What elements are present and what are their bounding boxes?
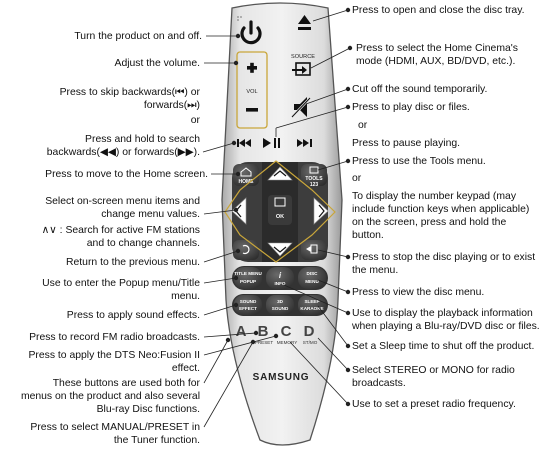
- label-stop-2: the menu.: [352, 265, 399, 276]
- title-menu-label: TITLE MENU: [234, 271, 262, 276]
- tools-label: TOOLS: [305, 176, 323, 182]
- volume-rocker[interactable]: [236, 51, 268, 129]
- label-source-2: mode (HDMI, AUX, BD/DVD, etc.).: [356, 56, 516, 67]
- 3d-sound-label: SOUND: [272, 306, 289, 311]
- label-power: Turn the product on and off.: [74, 31, 202, 42]
- label-stop-1: Press to stop the disc playing or to exi…: [352, 252, 536, 263]
- vol-label: VOL: [246, 89, 257, 95]
- info-label: INFO: [275, 281, 286, 286]
- label-color-2: menus on the product and also several: [20, 391, 200, 402]
- ok-button[interactable]: [268, 195, 292, 225]
- label-select-2: change menu values.: [101, 209, 200, 220]
- skip-forward-button[interactable]: [297, 139, 312, 147]
- label-neo-2: effect.: [171, 363, 200, 374]
- popup-label: POPUP: [240, 279, 256, 284]
- label-search-1: Press and hold to search: [85, 134, 200, 145]
- label-keypad-2: include function keys when applicable): [352, 204, 530, 215]
- key-a-button[interactable]: A: [236, 323, 247, 340]
- label-play-or: or: [358, 120, 368, 131]
- 3d-sound-button[interactable]: [266, 295, 294, 315]
- skip-back-button[interactable]: [237, 139, 251, 147]
- label-pause: Press to pause playing.: [352, 138, 461, 149]
- ok-label: OK: [276, 214, 284, 220]
- key-c-button[interactable]: C: [281, 323, 292, 340]
- home-label: HOME: [239, 179, 255, 185]
- label-select-1: Select on-screen menu items and: [45, 196, 200, 207]
- sound-label: SOUND: [240, 299, 257, 304]
- label-skip-2: forwards(⏭): [143, 100, 200, 111]
- label-return: Return to the previous menu.: [66, 257, 200, 268]
- label-eject: Press to open and close the disc tray.: [352, 5, 525, 16]
- label-home: Press to move to the Home screen.: [45, 169, 208, 180]
- preset-label: PRESET: [255, 340, 274, 345]
- label-volume: Adjust the volume.: [114, 58, 200, 69]
- key-b-button[interactable]: B: [258, 323, 269, 340]
- brand-logo: SAMSUNG: [253, 372, 310, 383]
- label-keypad-4: button.: [352, 230, 384, 241]
- label-fm-2: and to change channels.: [86, 238, 200, 249]
- label-stmo-2: broadcasts.: [352, 378, 406, 389]
- label-skip-or: or: [190, 115, 200, 126]
- memory-label: MEMORY: [277, 340, 298, 345]
- label-preset: Use to set a preset radio frequency.: [352, 399, 516, 410]
- sleep-label: SLEEP: [304, 299, 319, 304]
- disc-menu-button[interactable]: [298, 267, 326, 289]
- source-label: SOURCE: [291, 54, 315, 60]
- tools-number-label: 123: [310, 182, 319, 188]
- label-popup-2: menu.: [171, 291, 200, 302]
- label-skip-1: Press to skip backwards(⏮) or: [59, 87, 200, 98]
- label-search-2: backwards(◀◀) or forwards(▶▶).: [46, 147, 200, 158]
- label-popup-1: Use to enter the Popup menu/Title: [42, 278, 200, 289]
- label-fm-1: ∧∨ : Search for active FM stations: [41, 225, 200, 236]
- info-icon: i: [279, 271, 282, 280]
- direction-pad[interactable]: [224, 160, 336, 263]
- leader-lines-left: [202, 33, 279, 428]
- disc-label: DISC: [307, 271, 319, 276]
- mute-button[interactable]: [291, 97, 311, 118]
- karaoke-label: KARAOKE: [300, 306, 323, 311]
- stmo-label: ST/MO: [303, 340, 318, 345]
- title-menu-button[interactable]: [234, 267, 262, 289]
- label-record: Press to record FM radio broadcasts.: [29, 332, 200, 343]
- source-button[interactable]: [292, 62, 311, 76]
- play-pause-button[interactable]: [263, 138, 280, 148]
- label-keypad-1: To display the number keypad (may: [352, 191, 517, 202]
- label-keypad-3: on the screen, press and hold the: [352, 217, 507, 228]
- label-disc-menu: Press to view the disc menu.: [352, 287, 485, 298]
- sound-effect-button[interactable]: [234, 295, 262, 315]
- label-neo-1: Press to apply the DTS Neo:Fusion II: [28, 350, 200, 361]
- label-info-1: Use to display the playback information: [352, 308, 533, 319]
- sleep-karaoke-button[interactable]: [298, 295, 326, 315]
- label-stmo-1: Select STEREO or MONO for radio: [352, 365, 515, 376]
- effect-label: EFFECT: [239, 306, 257, 311]
- label-tuner-1: Press to select MANUAL/PRESET in: [30, 422, 200, 433]
- 3d-label: 3D: [277, 299, 284, 304]
- label-play: Press to play disc or files.: [352, 102, 470, 113]
- exit-button[interactable]: [301, 240, 327, 260]
- mic-dots: [237, 16, 242, 21]
- disc-menu-label: MENU: [305, 279, 319, 284]
- label-info-2: when playing a Blu-ray/DVD disc or files…: [352, 321, 540, 332]
- label-tools: Press to use the Tools menu.: [352, 156, 486, 167]
- label-tools-or: or: [352, 173, 362, 184]
- power-button[interactable]: [240, 20, 262, 45]
- label-mute: Cut off the sound temporarily.: [352, 84, 488, 95]
- eject-button[interactable]: [298, 15, 311, 30]
- label-color-1: These buttons are used both for: [52, 378, 200, 389]
- label-sound-effect: Press to apply sound effects.: [66, 310, 200, 321]
- label-source-1: Press to select the Home Cinema's: [356, 43, 518, 54]
- info-button[interactable]: [266, 267, 294, 289]
- key-d-button[interactable]: D: [304, 323, 315, 340]
- label-tuner-2: the Tuner function.: [113, 435, 200, 446]
- label-sleep: Set a Sleep time to shut off the product…: [352, 341, 535, 352]
- leader-lines-right: [275, 7, 353, 407]
- label-color-3: Blu-ray Disc functions.: [96, 404, 200, 415]
